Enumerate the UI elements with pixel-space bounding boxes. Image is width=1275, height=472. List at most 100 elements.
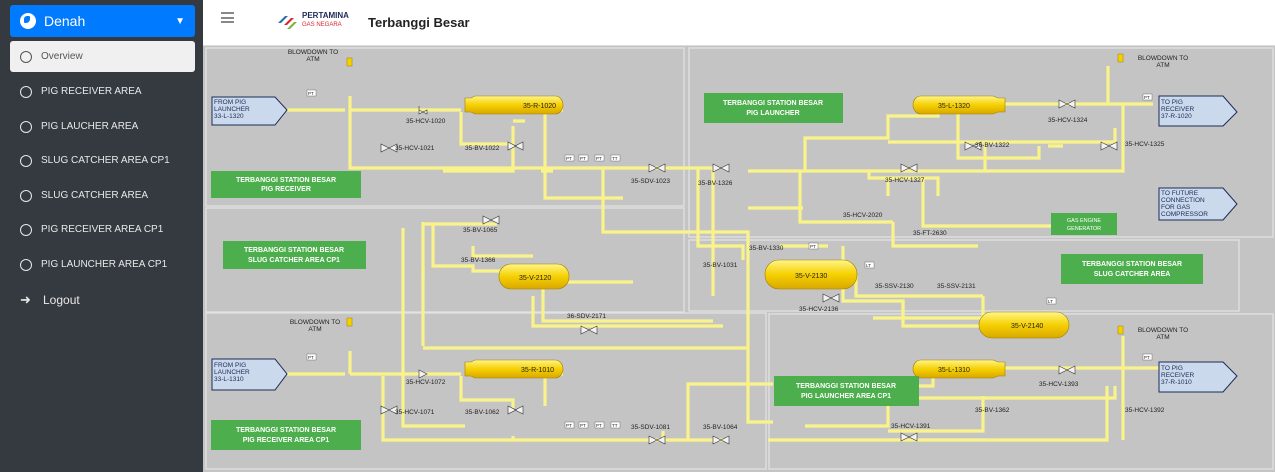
tag-label: 35-HCV-1392 [1125, 407, 1165, 414]
vessel-35-v-2130[interactable] [764, 259, 858, 290]
vessel-label: 35-L-1310 [938, 367, 970, 374]
arrow-label: RECEIVER [1161, 372, 1195, 379]
circle-icon [20, 154, 32, 167]
tag-label: 35-SDV-1023 [631, 178, 670, 185]
area-slug-catcher[interactable] [1061, 254, 1203, 284]
tag-label: 35-HCV-1021 [395, 145, 435, 152]
area-slug-catcher-cp1[interactable] [223, 241, 366, 269]
nav-slug-catcher-area-cp1[interactable]: SLUG CATCHER AREA CP1 [10, 145, 195, 176]
instr-label: PT [566, 423, 572, 428]
instr-label: PT [308, 355, 314, 360]
instr-label: TT [612, 156, 618, 161]
vessel-35-r-1020[interactable] [464, 95, 564, 115]
tag-label: 36-BV-1322 [975, 142, 1010, 149]
nav-pig-receiver-area[interactable]: PIG RECEIVER AREA [10, 76, 195, 107]
instr-label: LT [1048, 299, 1053, 304]
area-label: PIG LAUNCHER [746, 110, 799, 117]
gas-engine-label: GENERATOR [1067, 226, 1101, 232]
sign-out-icon: ➜ [20, 291, 31, 307]
tag-label: 35-HCV-1391 [891, 423, 931, 430]
nav-label: Overview [41, 51, 83, 62]
area-label: TERBANGGI STATION BESAR [236, 427, 336, 434]
brand-sub: GAS NEGARA [302, 22, 342, 28]
blowdown-label: ATM [306, 56, 319, 63]
instr-label: PT [580, 423, 586, 428]
area-label: TERBANGGI STATION BESAR [723, 100, 823, 107]
area-label: TERBANGGI STATION BESAR [796, 383, 896, 390]
nav-slug-catcher-area[interactable]: SLUG CATCHER AREA [10, 180, 195, 211]
circle-icon [20, 120, 32, 133]
blowdown-label: BLOWDOWN TO [288, 49, 338, 56]
instr-label: LT [866, 263, 871, 268]
tag-label: 35-BV-1031 [703, 262, 738, 269]
vessel-35-r-1010[interactable] [464, 359, 564, 379]
nav-pig-laucher-area[interactable]: PIG LAUCHER AREA [10, 111, 195, 142]
tag-label: 35-SDV-1081 [631, 424, 670, 431]
tag-label: 36-SDV-2171 [567, 313, 606, 320]
area-pig-launcher-cp1[interactable] [774, 376, 919, 406]
tag-label: 35-BV-1064 [703, 424, 738, 431]
instruments: PT PT PT PT TT PT PT LT LT PT PT PT PT T… [306, 89, 1153, 429]
vessel-35-l-1320[interactable] [912, 95, 1006, 115]
arrow-label: RECEIVER [1161, 106, 1195, 113]
arrow-future-connection[interactable] [1158, 187, 1238, 221]
arrow-label: LAUNCHER [214, 106, 250, 113]
nav-label: PIG RECEIVER AREA [41, 86, 142, 97]
pipes [287, 66, 1163, 442]
nav-pig-receiver-area-cp1[interactable]: PIG RECEIVER AREA CP1 [10, 214, 195, 245]
tag-label: 35-HCV-1393 [1039, 381, 1079, 388]
area-label: TERBANGGI STATION BESAR [236, 177, 336, 184]
hamburger-icon[interactable] [221, 12, 234, 23]
arrow-label: FROM PIG [214, 362, 246, 369]
blowdown-label: BLOWDOWN TO [1138, 327, 1188, 334]
blowdown-label: BLOWDOWN TO [290, 319, 340, 326]
gas-engine-generator[interactable] [1051, 213, 1117, 235]
chevron-down-icon: ▼ [175, 15, 185, 27]
area-pig-launcher[interactable] [704, 93, 843, 123]
tag-label: 35-HCV-1072 [406, 379, 446, 386]
area-pig-receiver-cp1[interactable] [211, 420, 361, 450]
menu-denah-label: Denah [44, 13, 86, 29]
gas-engine-label: GAS ENGINE [1067, 218, 1102, 224]
nav-logout[interactable]: ➜ Logout [10, 284, 195, 315]
sidebar: Denah ▼ Overview PIG RECEIVER AREA PIG L… [0, 0, 203, 472]
tag-label: 35-HCV-1327 [885, 177, 925, 184]
nav-label: Logout [43, 292, 80, 307]
nav-pig-launcher-area-cp1[interactable]: PIG LAUNCHER AREA CP1 [10, 249, 195, 280]
flow-arrow-labels: FROM PIG LAUNCHER 33-L-1320 TO PIG RECEI… [214, 99, 1208, 386]
flow-arrows [211, 95, 1238, 393]
area-pig-receiver[interactable] [211, 171, 361, 198]
arrow-to-pig-receiver-1010[interactable] [1158, 361, 1238, 393]
pid-diagram: 35-R-1020 35-L-1320 35-V-2120 35-V-2130 … [203, 46, 1275, 472]
vessel-35-v-2140[interactable] [978, 311, 1070, 339]
tag-label: 35-HCV-2136 [799, 306, 839, 313]
nav-overview[interactable]: Overview [10, 41, 195, 72]
tag-label: 35-HCV-1071 [395, 409, 435, 416]
tag-label: 35-SSV-2131 [937, 283, 976, 290]
area-label: SLUG CATCHER AREA CP1 [248, 257, 340, 264]
tag-label: 35-SSV-2130 [875, 283, 914, 290]
nav-label: PIG LAUNCHER AREA CP1 [41, 259, 168, 270]
circle-icon [20, 223, 32, 236]
vessel-35-v-2120[interactable] [498, 263, 570, 290]
arrow-to-pig-receiver-1020[interactable] [1158, 95, 1238, 127]
arrow-from-pig-launcher-1320[interactable] [211, 96, 288, 126]
arrow-label: TO FUTURE [1161, 190, 1199, 197]
nav-label: PIG LAUCHER AREA [41, 121, 139, 132]
instr-label: TT [612, 423, 618, 428]
instr-label: PT [596, 423, 602, 428]
instr-label: PT [1144, 355, 1150, 360]
area-label: PIG LAUNCHER AREA CP1 [801, 393, 891, 400]
arrow-label: TO PIG [1161, 365, 1183, 372]
tag-label: 35-BV-1062 [465, 409, 500, 416]
area-label: TERBANGGI STATION BESAR [244, 247, 344, 254]
arrow-from-pig-launcher-1310[interactable] [211, 358, 288, 391]
circle-icon [20, 85, 32, 98]
menu-denah-toggle[interactable]: Denah ▼ [10, 5, 195, 37]
arrow-label: COMPRESSOR [1161, 211, 1208, 218]
area-label: SLUG CATCHER AREA [1094, 271, 1171, 278]
arrow-label: 37-R-1010 [1161, 379, 1192, 386]
vessel-label: 35-V-2120 [519, 275, 551, 282]
